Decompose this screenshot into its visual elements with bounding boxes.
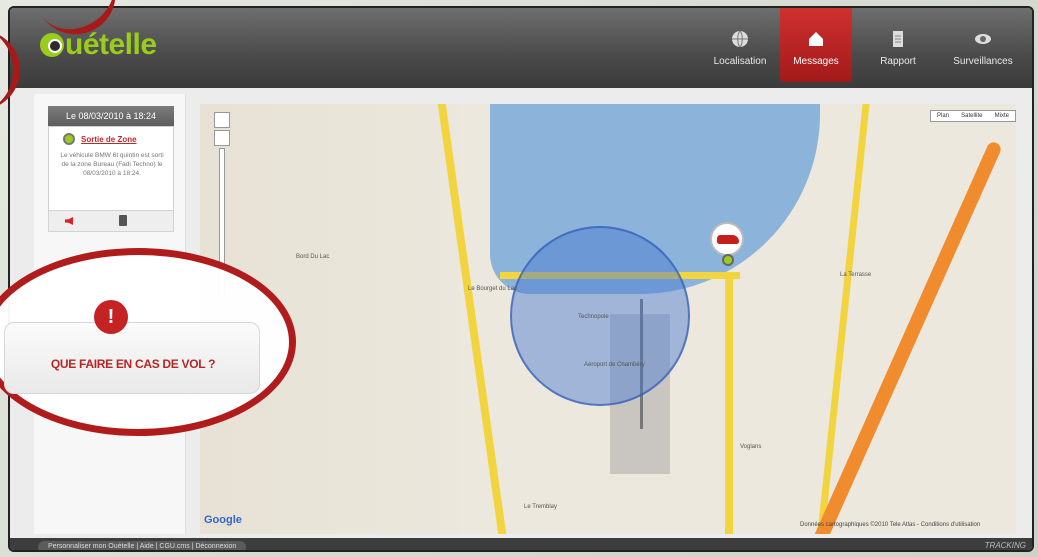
zoom-control[interactable] [214,112,230,302]
globe-icon [732,30,748,48]
speaker-icon[interactable] [65,217,73,225]
place-label: Bord Du Lac [296,254,330,260]
place-label: Technopole [578,314,609,320]
logo-eye-icon [40,33,64,57]
tab-localisation[interactable]: Localisation [704,8,776,82]
zoom-in-icon[interactable] [214,130,230,146]
message-actions [48,210,174,232]
footer-links[interactable]: Personnaliser mon Ouételle | Aide | CGU.… [38,541,247,550]
map-road [725,274,733,534]
app-window: uételle Localisation Messages Rapport Su… [8,6,1034,552]
google-logo: Google [204,514,242,526]
document-icon [893,31,903,47]
top-navbar: uételle Localisation Messages Rapport Su… [10,8,1032,88]
car-icon [717,235,739,244]
logo-text: uételle [65,28,157,61]
tab-surveillances[interactable]: Surveillances [940,8,1026,82]
message-date-header: Le 08/03/2010 à 18:24 [48,106,174,126]
map-type-satellite[interactable]: Satellite [961,113,983,119]
theft-help-button[interactable] [4,322,260,394]
place-label: La Terrasse [840,272,872,278]
warning-icon: ! [94,300,128,334]
zone-exit-icon [63,133,75,145]
map-type-selector[interactable]: Plan Satellite Mixte [930,110,1016,122]
trash-icon[interactable] [119,215,127,226]
place-label: Aéroport de Chambéry [584,362,645,368]
tab-surveillances-label: Surveillances [953,56,1013,67]
map-type-mixte[interactable]: Mixte [994,113,1009,119]
place-label: Le Tremblay [524,504,558,510]
place-label: Le Bourget du Lac [468,286,518,292]
footer-bar: Personnaliser mon Ouételle | Aide | CGU.… [10,538,1032,550]
theft-help-label[interactable]: QUE FAIRE EN CAS DE VOL ? [50,357,216,371]
tab-messages-label: Messages [793,56,839,67]
geofence-zone[interactable] [510,226,690,406]
map-attribution[interactable]: Données cartographiques ©2010 Tele Atlas… [800,522,981,528]
tab-rapport[interactable]: Rapport [862,8,934,82]
home-icon [809,32,823,46]
message-title[interactable]: Sortie de Zone [81,135,137,144]
tab-rapport-label: Rapport [880,56,916,67]
red-swoosh-decoration [0,30,20,110]
vehicle-position-dot [722,254,734,266]
pan-control-icon[interactable] [214,112,230,128]
place-label: Voglans [740,444,762,450]
map-type-plan[interactable]: Plan [937,113,950,119]
message-body: Le véhicule BMW 6t quintin est sorti de … [60,152,164,177]
vehicle-marker[interactable] [710,222,744,256]
eye-icon [975,34,991,44]
map-view[interactable]: Le Bourget du Lac Technopole Aéroport de… [200,104,1016,534]
tab-localisation-label: Localisation [713,56,767,67]
app-logo[interactable]: uételle [40,28,157,62]
tab-messages[interactable]: Messages [780,8,852,82]
footer-brand: TRACKING [984,541,1026,550]
